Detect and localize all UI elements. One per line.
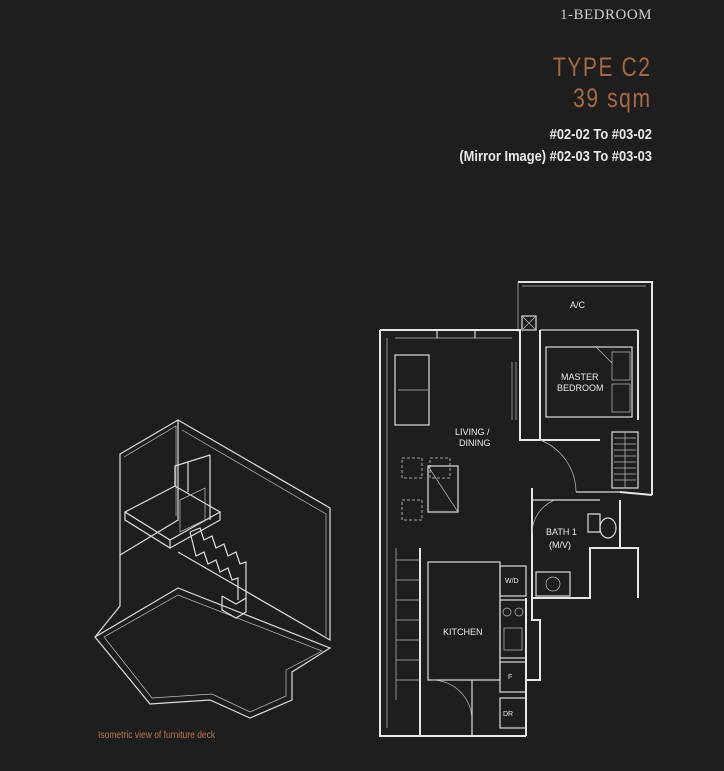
isometric-caption: Isometric view of furniture deck — [98, 730, 216, 741]
label-washer-dryer: W/D — [505, 578, 519, 585]
unit-category: 1-BEDROOM — [559, 7, 652, 23]
room-label-master-bedroom-2: BEDROOM — [557, 383, 604, 393]
label-fridge: F — [508, 674, 512, 681]
unit-numbers-line-2: (Mirror Image) #02-03 To #03-03 — [459, 148, 652, 165]
room-label-master-bedroom-1: MASTER — [561, 372, 599, 382]
room-label-bath-1: BATH 1 — [546, 527, 577, 537]
room-label-bath-2: (M/V) — [549, 540, 571, 550]
room-label-living-2: DINING — [459, 438, 491, 448]
floor-plan-drawing — [379, 281, 653, 737]
room-label-living-1: LIVING / — [455, 427, 490, 437]
unit-numbers-line-1: #02-02 To #03-02 — [549, 126, 652, 143]
room-label-kitchen: KITCHEN — [443, 627, 483, 637]
unit-area: 39 sqm — [573, 83, 652, 113]
room-label-ac: A/C — [570, 300, 586, 310]
isometric-furniture-deck-drawing — [94, 418, 332, 719]
label-dr: DR — [503, 711, 513, 718]
unit-type-title: TYPE C2 — [553, 52, 652, 82]
